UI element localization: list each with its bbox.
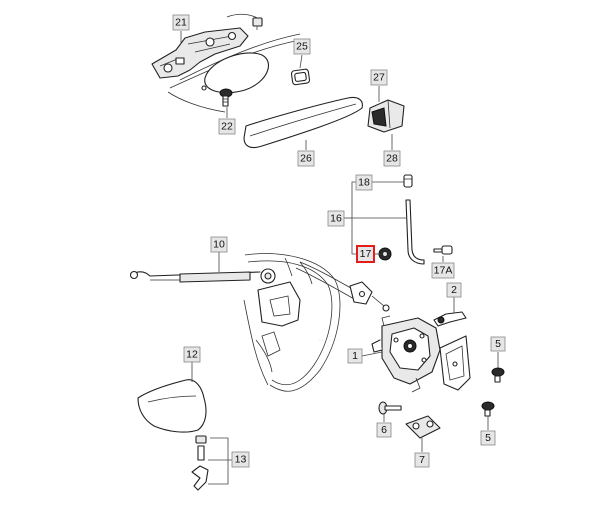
svg-text:21: 21 (175, 17, 187, 29)
cable-clip-assembly[interactable] (349, 281, 390, 312)
handle-end-cap-part-27[interactable] (367, 99, 405, 133)
grommet-part-17[interactable] (378, 247, 392, 261)
lock-rod-part-16[interactable] (405, 199, 425, 265)
door-skin-line (179, 33, 301, 81)
svg-text:12: 12 (186, 349, 198, 361)
callout-5-upper[interactable]: 5 (490, 336, 506, 352)
callout-17a[interactable]: 17A (431, 262, 455, 279)
svg-text:27: 27 (373, 72, 385, 84)
svg-text:17A: 17A (434, 265, 453, 277)
callout-10[interactable]: 10 (210, 236, 228, 253)
callout-16[interactable]: 16 (327, 210, 345, 227)
pin-part-6[interactable] (378, 401, 402, 415)
lock-screw-part-5-upper[interactable] (491, 367, 505, 383)
svg-text:25: 25 (296, 41, 308, 53)
callout-12[interactable]: 12 (183, 346, 201, 363)
watermark-text: · · · · · · (318, 338, 338, 344)
svg-text:10: 10 (213, 239, 225, 251)
svg-text:28: 28 (386, 153, 398, 165)
handle-recess (204, 52, 269, 94)
callout-5-lower[interactable]: 5 (480, 430, 496, 446)
top-nut[interactable] (252, 17, 263, 30)
gasket-part-25[interactable] (290, 68, 311, 86)
svg-text:5: 5 (485, 432, 491, 444)
inner-handle-part-12[interactable] (137, 379, 207, 433)
outer-handle-part-26[interactable] (243, 96, 363, 149)
callout-6[interactable]: 6 (376, 422, 392, 438)
callout-2[interactable]: 2 (446, 282, 462, 298)
door-lock-part-1[interactable] (371, 315, 441, 393)
callout-13[interactable]: 13 (231, 451, 250, 468)
screw-part-22[interactable] (219, 88, 233, 107)
striker-part-7[interactable] (405, 415, 441, 439)
svg-text:1: 1 (352, 350, 358, 362)
small-screw-left[interactable] (201, 85, 207, 91)
callout-1[interactable]: 1 (347, 348, 363, 364)
svg-text:13: 13 (235, 454, 247, 466)
callout-25[interactable]: 25 (293, 38, 311, 55)
callout-26[interactable]: 26 (297, 150, 315, 167)
release-cable-part-10[interactable] (129, 268, 276, 284)
svg-text:17: 17 (360, 248, 372, 260)
callout-27[interactable]: 27 (370, 69, 388, 86)
callout-28[interactable]: 28 (383, 150, 401, 167)
door-inner-panel (243, 253, 341, 392)
svg-text:6: 6 (381, 424, 387, 436)
callout-21[interactable]: 21 (172, 14, 190, 31)
svg-text:16: 16 (330, 213, 342, 225)
fastener-stack-part-13[interactable] (191, 435, 209, 491)
svg-text:26: 26 (300, 153, 312, 165)
door-skin-line (167, 91, 226, 113)
connector-part-2[interactable] (433, 311, 467, 327)
svg-text:5: 5 (495, 338, 501, 350)
callout-18[interactable]: 18 (355, 174, 373, 191)
svg-text:18: 18 (358, 177, 370, 189)
svg-text:2: 2 (451, 284, 457, 296)
clip-part-18[interactable] (403, 174, 413, 188)
callout-7[interactable]: 7 (414, 452, 430, 468)
lock-bracket-plate[interactable] (439, 335, 471, 391)
callout-22[interactable]: 22 (218, 118, 236, 135)
callout-17-highlighted[interactable]: 17 (356, 245, 375, 263)
handle-bracket-part-21[interactable] (151, 27, 249, 79)
lock-screw-part-5-lower[interactable] (481, 401, 495, 417)
svg-text:7: 7 (419, 454, 425, 466)
pin-part-17a[interactable] (433, 245, 453, 255)
interior-cable (295, 267, 357, 301)
svg-text:22: 22 (221, 121, 233, 133)
